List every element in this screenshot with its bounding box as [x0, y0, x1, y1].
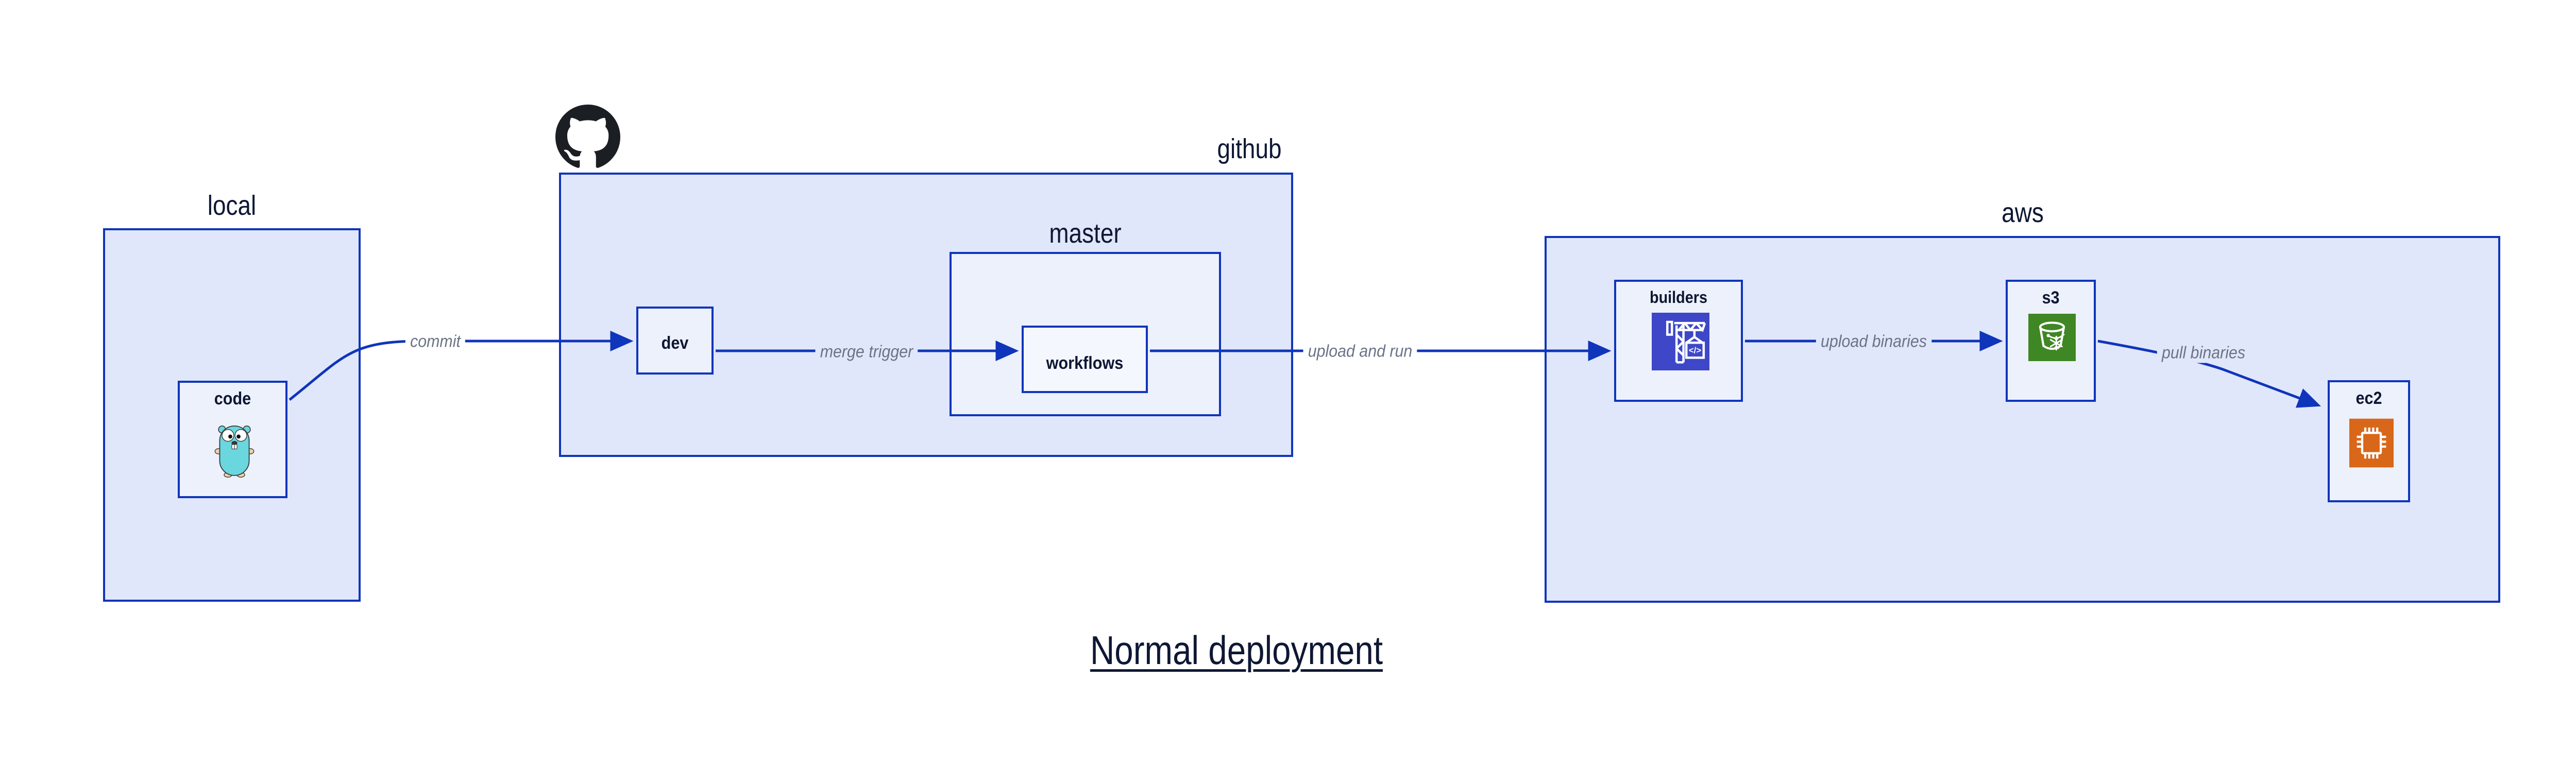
dev-node: dev [636, 307, 714, 375]
code-node-label: code [214, 389, 251, 409]
builders-node-label: builders [1649, 288, 1708, 307]
edge-label-upload-and-run: upload and run [1303, 340, 1417, 362]
workflows-node: workflows [1022, 326, 1148, 393]
master-container-label: master [1049, 218, 1122, 249]
diagram-title: Normal deployment [1090, 627, 1383, 673]
edge-label-upload-binaries: upload binaries [1816, 330, 1932, 352]
github-octocat-icon [555, 105, 620, 168]
edge-label-commit: commit [405, 330, 466, 352]
codebuild-crane-icon: </> [1652, 313, 1709, 370]
s3-node: s3 [2006, 280, 2096, 402]
ec2-node: ec2 [2328, 380, 2410, 502]
aws-container-label: aws [2002, 197, 2044, 228]
github-container-label: github [1217, 133, 1282, 164]
local-container-label: local [207, 190, 257, 221]
ec2-node-label: ec2 [2355, 388, 2382, 408]
ec2-chip-icon [2349, 418, 2394, 468]
workflows-node-label: workflows [1046, 353, 1124, 373]
codebuild-code-symbol: </> [1689, 345, 1701, 355]
s3-glacier-bucket-icon [2028, 314, 2076, 361]
dev-node-label: dev [661, 333, 689, 353]
builders-node: builders </> [1614, 280, 1743, 402]
go-gopher-icon [214, 425, 255, 478]
edge-label-pull-binaries: pull binaries [2157, 342, 2250, 363]
s3-node-label: s3 [2042, 288, 2060, 308]
code-node: code [178, 381, 287, 498]
edge-label-merge-trigger: merge trigger [815, 341, 918, 362]
